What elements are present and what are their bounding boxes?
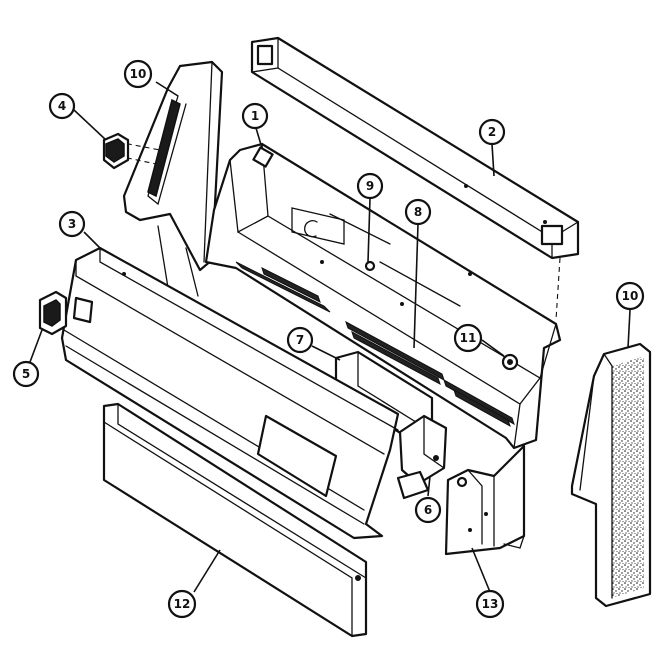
callout-5: 5 (12, 360, 40, 388)
main-back-panel-part (204, 142, 562, 450)
svg-text:11: 11 (460, 331, 477, 345)
mounting-bracket-part (444, 444, 526, 556)
svg-text:9: 9 (366, 179, 374, 193)
callout-8: 8 (404, 198, 432, 226)
left-side-trim-part (117, 60, 224, 301)
grommet-part (501, 353, 519, 371)
leader-lines (29, 81, 631, 593)
callout-2: 2 (478, 118, 506, 146)
clock-switch-part (396, 414, 448, 500)
rocker-switch-part (38, 290, 68, 336)
control-panel-part (60, 246, 400, 540)
switch-part (102, 132, 130, 170)
callout-1: 1 (241, 102, 269, 130)
callout-3: 3 (58, 210, 86, 238)
callout-11: 11 (453, 323, 483, 353)
callout-10b: 10 (615, 281, 645, 311)
svg-text:7: 7 (296, 333, 304, 347)
callout-9: 9 (356, 172, 384, 200)
svg-text:8: 8 (414, 205, 422, 219)
svg-text:12: 12 (174, 597, 191, 611)
callout-7: 7 (286, 326, 314, 354)
svg-text:1: 1 (251, 109, 259, 123)
svg-text:10: 10 (622, 289, 639, 303)
callout-10a: 10 (123, 59, 153, 89)
svg-text:13: 13 (482, 597, 499, 611)
callout-12: 12 (167, 589, 197, 619)
svg-text:3: 3 (68, 217, 76, 231)
right-side-trim-part (570, 342, 652, 608)
svg-text:10: 10 (130, 67, 147, 81)
callout-4: 4 (48, 92, 76, 120)
lower-trim-panel-part (102, 402, 368, 638)
svg-text:2: 2 (488, 125, 496, 139)
callout-13: 13 (475, 589, 505, 619)
svg-text:6: 6 (424, 503, 432, 517)
callout-6: 6 (414, 496, 442, 524)
top-channel-part (250, 36, 580, 321)
svg-text:4: 4 (58, 99, 66, 113)
svg-text:5: 5 (22, 367, 30, 381)
